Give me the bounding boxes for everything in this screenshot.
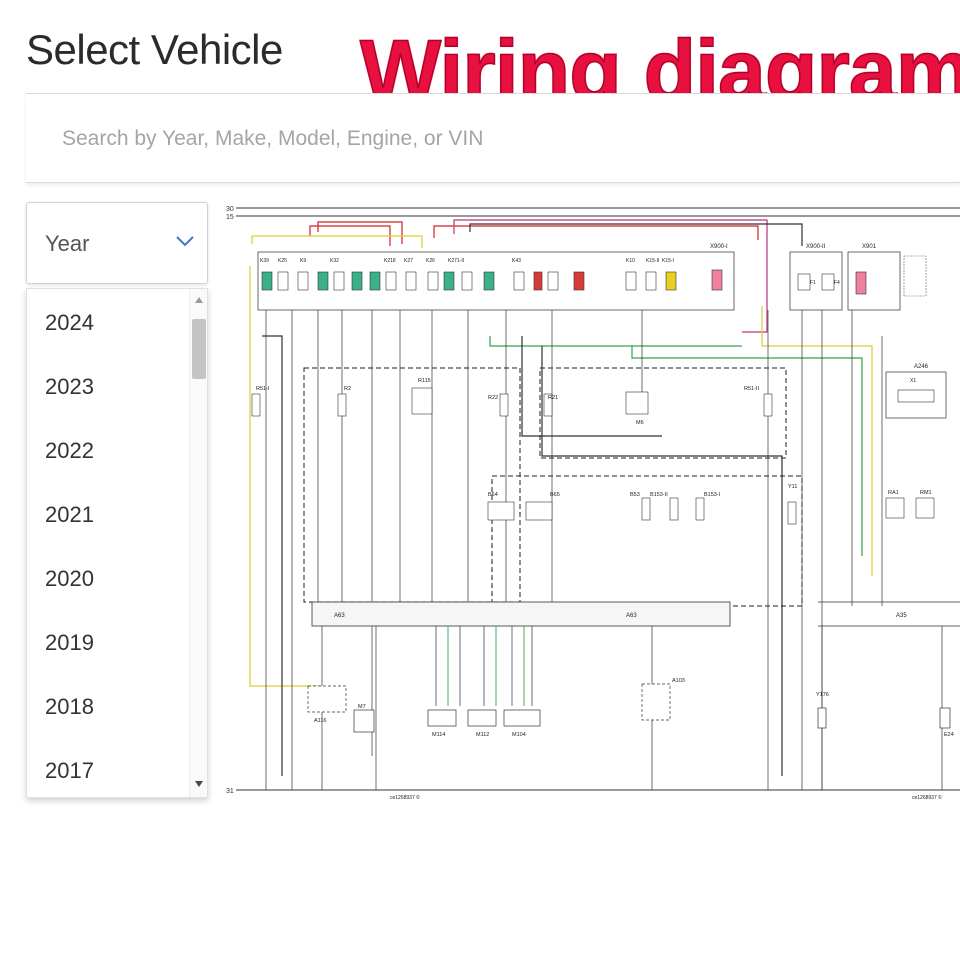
year-list-scrollbar[interactable]: [189, 289, 207, 797]
relay-k10-label: K10: [626, 258, 635, 264]
motor-m7-label: M7: [358, 704, 366, 710]
sensor-b53-label: B53: [630, 492, 640, 498]
motor-m104-label: M104: [512, 732, 526, 738]
sensor-rm1-label: RM1: [920, 490, 932, 496]
diagram-id-left: ce1268937 ©: [390, 794, 420, 801]
year-select-label: Year: [45, 231, 90, 256]
connector-x1-label: X1: [910, 378, 916, 384]
sensor-b153-i-label: B153-I: [704, 492, 721, 498]
relay-k9-label: K9: [300, 258, 306, 264]
resistor-r51-i-label: R51-I: [256, 386, 270, 392]
sensor-b64-label: B64: [488, 492, 498, 498]
year-option-2018[interactable]: 2018: [45, 694, 94, 719]
resistor-r22-label: R22: [488, 395, 498, 401]
rail-31-label: 31: [226, 788, 234, 795]
year-option-2017[interactable]: 2017: [45, 758, 94, 783]
sensor-ra1-label: RA1: [888, 490, 899, 496]
chevron-down-icon: [176, 236, 194, 247]
actuator-a116-label: A116: [314, 718, 326, 724]
page-title: Select Vehicle: [26, 26, 283, 73]
valve-y11-label: Y11: [788, 484, 797, 490]
motor-m114-label: M114: [432, 732, 445, 738]
year-option-2023[interactable]: 2023: [45, 374, 94, 399]
resistor-r51-ii-label: R51-II: [744, 386, 759, 392]
rail-30-label: 30: [226, 206, 234, 213]
sensor-b153-ii-label: B153-II: [650, 492, 668, 498]
relay-k43-label: K43: [512, 258, 521, 264]
year-option-2020[interactable]: 2020: [45, 566, 94, 591]
module-a103-label: A103: [672, 678, 685, 684]
sensor-b65-label: B65: [550, 492, 560, 498]
search-box: [26, 93, 960, 183]
wiring-diagram: 30 15 31 X900-I: [226, 206, 960, 801]
fuse-f4-label: F4: [834, 280, 840, 286]
module-a63-right-label: A63: [626, 613, 637, 619]
relay-k32-label: K32: [330, 258, 339, 264]
diagram-id-right: ce1268937 ©: [912, 794, 942, 801]
year-dropdown-list[interactable]: 2024 2023 2022 2021 2020 2019 2018 2017: [26, 288, 208, 798]
motor-m112-label: M112: [476, 732, 489, 738]
scroll-down-arrow-icon[interactable]: [195, 781, 203, 787]
relay-k39-label: K39: [260, 258, 269, 264]
relay-k25-label: K25: [278, 258, 287, 264]
fuse-f1-label: F1: [810, 280, 816, 286]
resistor-r2-label: R2: [344, 386, 351, 392]
search-input[interactable]: [62, 124, 942, 154]
relay-k26-label: K26: [426, 258, 435, 264]
year-option-2021[interactable]: 2021: [45, 502, 94, 527]
motor-m6-label: M6: [636, 420, 644, 426]
resistor-r21-label: R21: [548, 395, 558, 401]
relay-k218-label: K218: [384, 258, 396, 264]
scroll-thumb[interactable]: [192, 319, 206, 379]
fuse-box-x900-ii-label: X900-II: [806, 244, 826, 250]
module-a35-label: A35: [896, 613, 907, 619]
year-option-2022[interactable]: 2022: [45, 438, 94, 463]
element-e24-label: E24: [944, 732, 954, 738]
relay-k271-ii-label: K271-II: [448, 258, 464, 264]
year-option-2024[interactable]: 2024: [45, 310, 94, 335]
connector-a246-label: A246: [914, 364, 929, 370]
rail-15-label: 15: [226, 214, 234, 221]
resistor-r115-label: R115: [418, 378, 431, 384]
relay-k27-label: K27: [404, 258, 413, 264]
scroll-up-arrow-icon[interactable]: [195, 297, 203, 303]
relay-k15-ii-label: K15-II: [646, 258, 659, 264]
relay-k15-i-label: K15-I: [662, 258, 674, 264]
year-select[interactable]: Year: [26, 202, 208, 284]
module-a63-left-label: A63: [334, 613, 345, 619]
fuse-box-x901-label: X901: [862, 244, 877, 250]
valve-y176-label: Y176: [816, 692, 829, 698]
fuse-box-x900-i-label: X900-I: [710, 244, 728, 250]
year-option-2019[interactable]: 2019: [45, 630, 94, 655]
